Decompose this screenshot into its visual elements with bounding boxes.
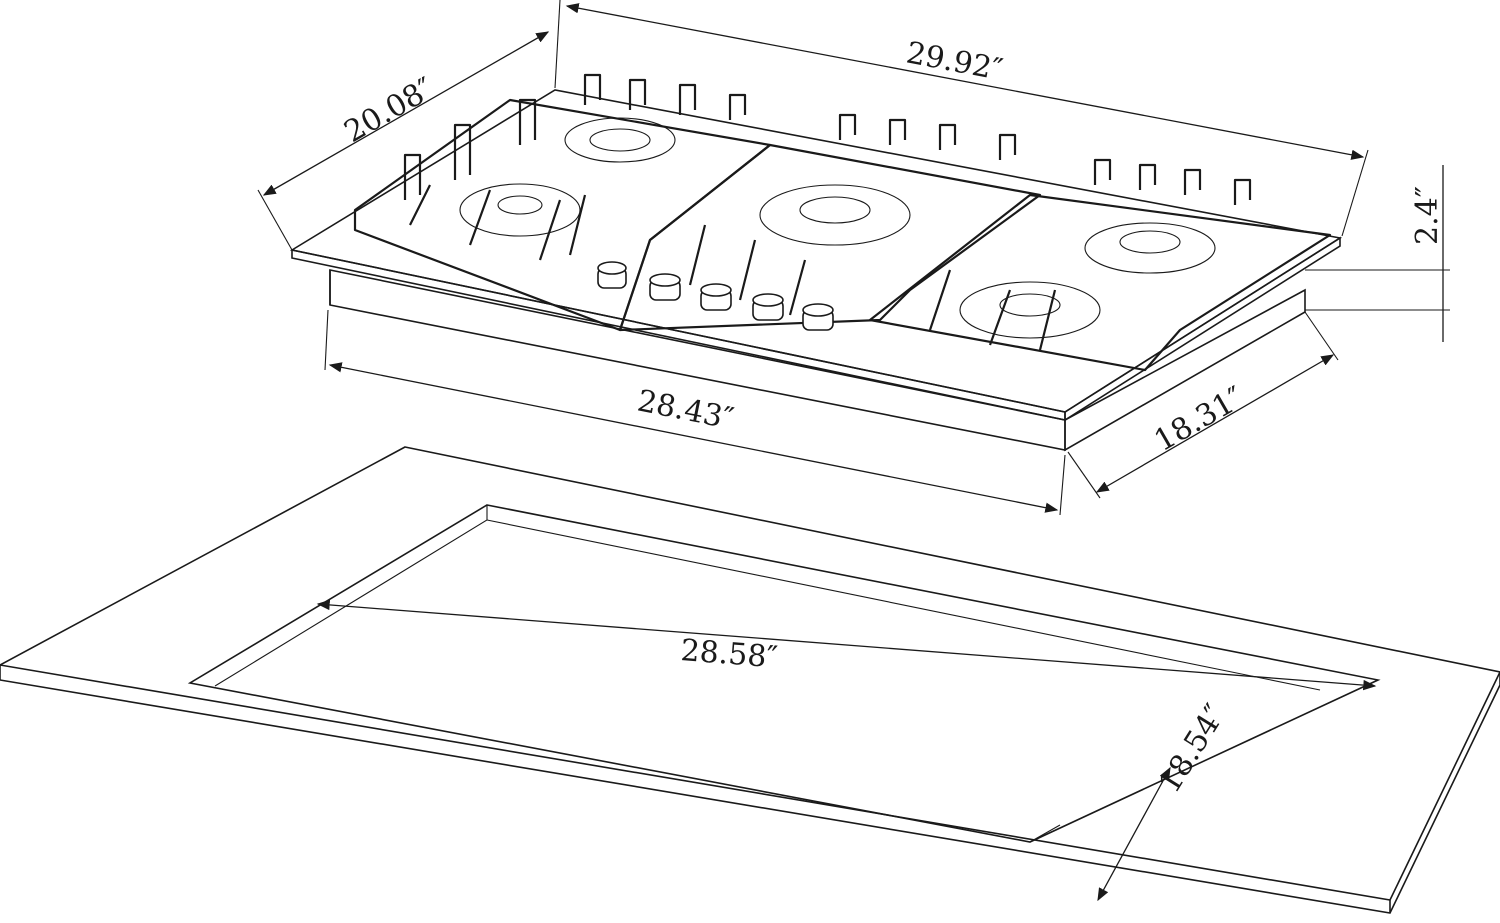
burner bbox=[1084, 222, 1216, 274]
burner bbox=[1119, 230, 1181, 254]
burners bbox=[459, 117, 1216, 339]
knob bbox=[802, 303, 834, 331]
cooktop-top-plate bbox=[289, 89, 1343, 422]
burner bbox=[799, 196, 871, 224]
burner bbox=[999, 293, 1061, 317]
control-knobs bbox=[597, 261, 834, 331]
cutout-width-label: 28.58″ bbox=[679, 633, 778, 675]
height-label: 2.4″ bbox=[1410, 186, 1445, 245]
knob bbox=[752, 293, 784, 321]
burner bbox=[759, 184, 911, 246]
knob bbox=[700, 283, 732, 311]
knob bbox=[597, 261, 627, 289]
burner bbox=[959, 281, 1101, 339]
countertop-cutout bbox=[0, 446, 1500, 914]
burner bbox=[589, 128, 651, 152]
burner bbox=[459, 183, 581, 237]
knob bbox=[649, 273, 681, 301]
body-depth-label: 18.31″ bbox=[1149, 380, 1251, 459]
burner bbox=[564, 117, 676, 163]
cutout-depth-label: 18.54″ bbox=[1152, 698, 1233, 799]
dimension-lines bbox=[257, 0, 1450, 516]
burner bbox=[497, 195, 543, 215]
top-depth-label: 20.08″ bbox=[339, 71, 441, 150]
